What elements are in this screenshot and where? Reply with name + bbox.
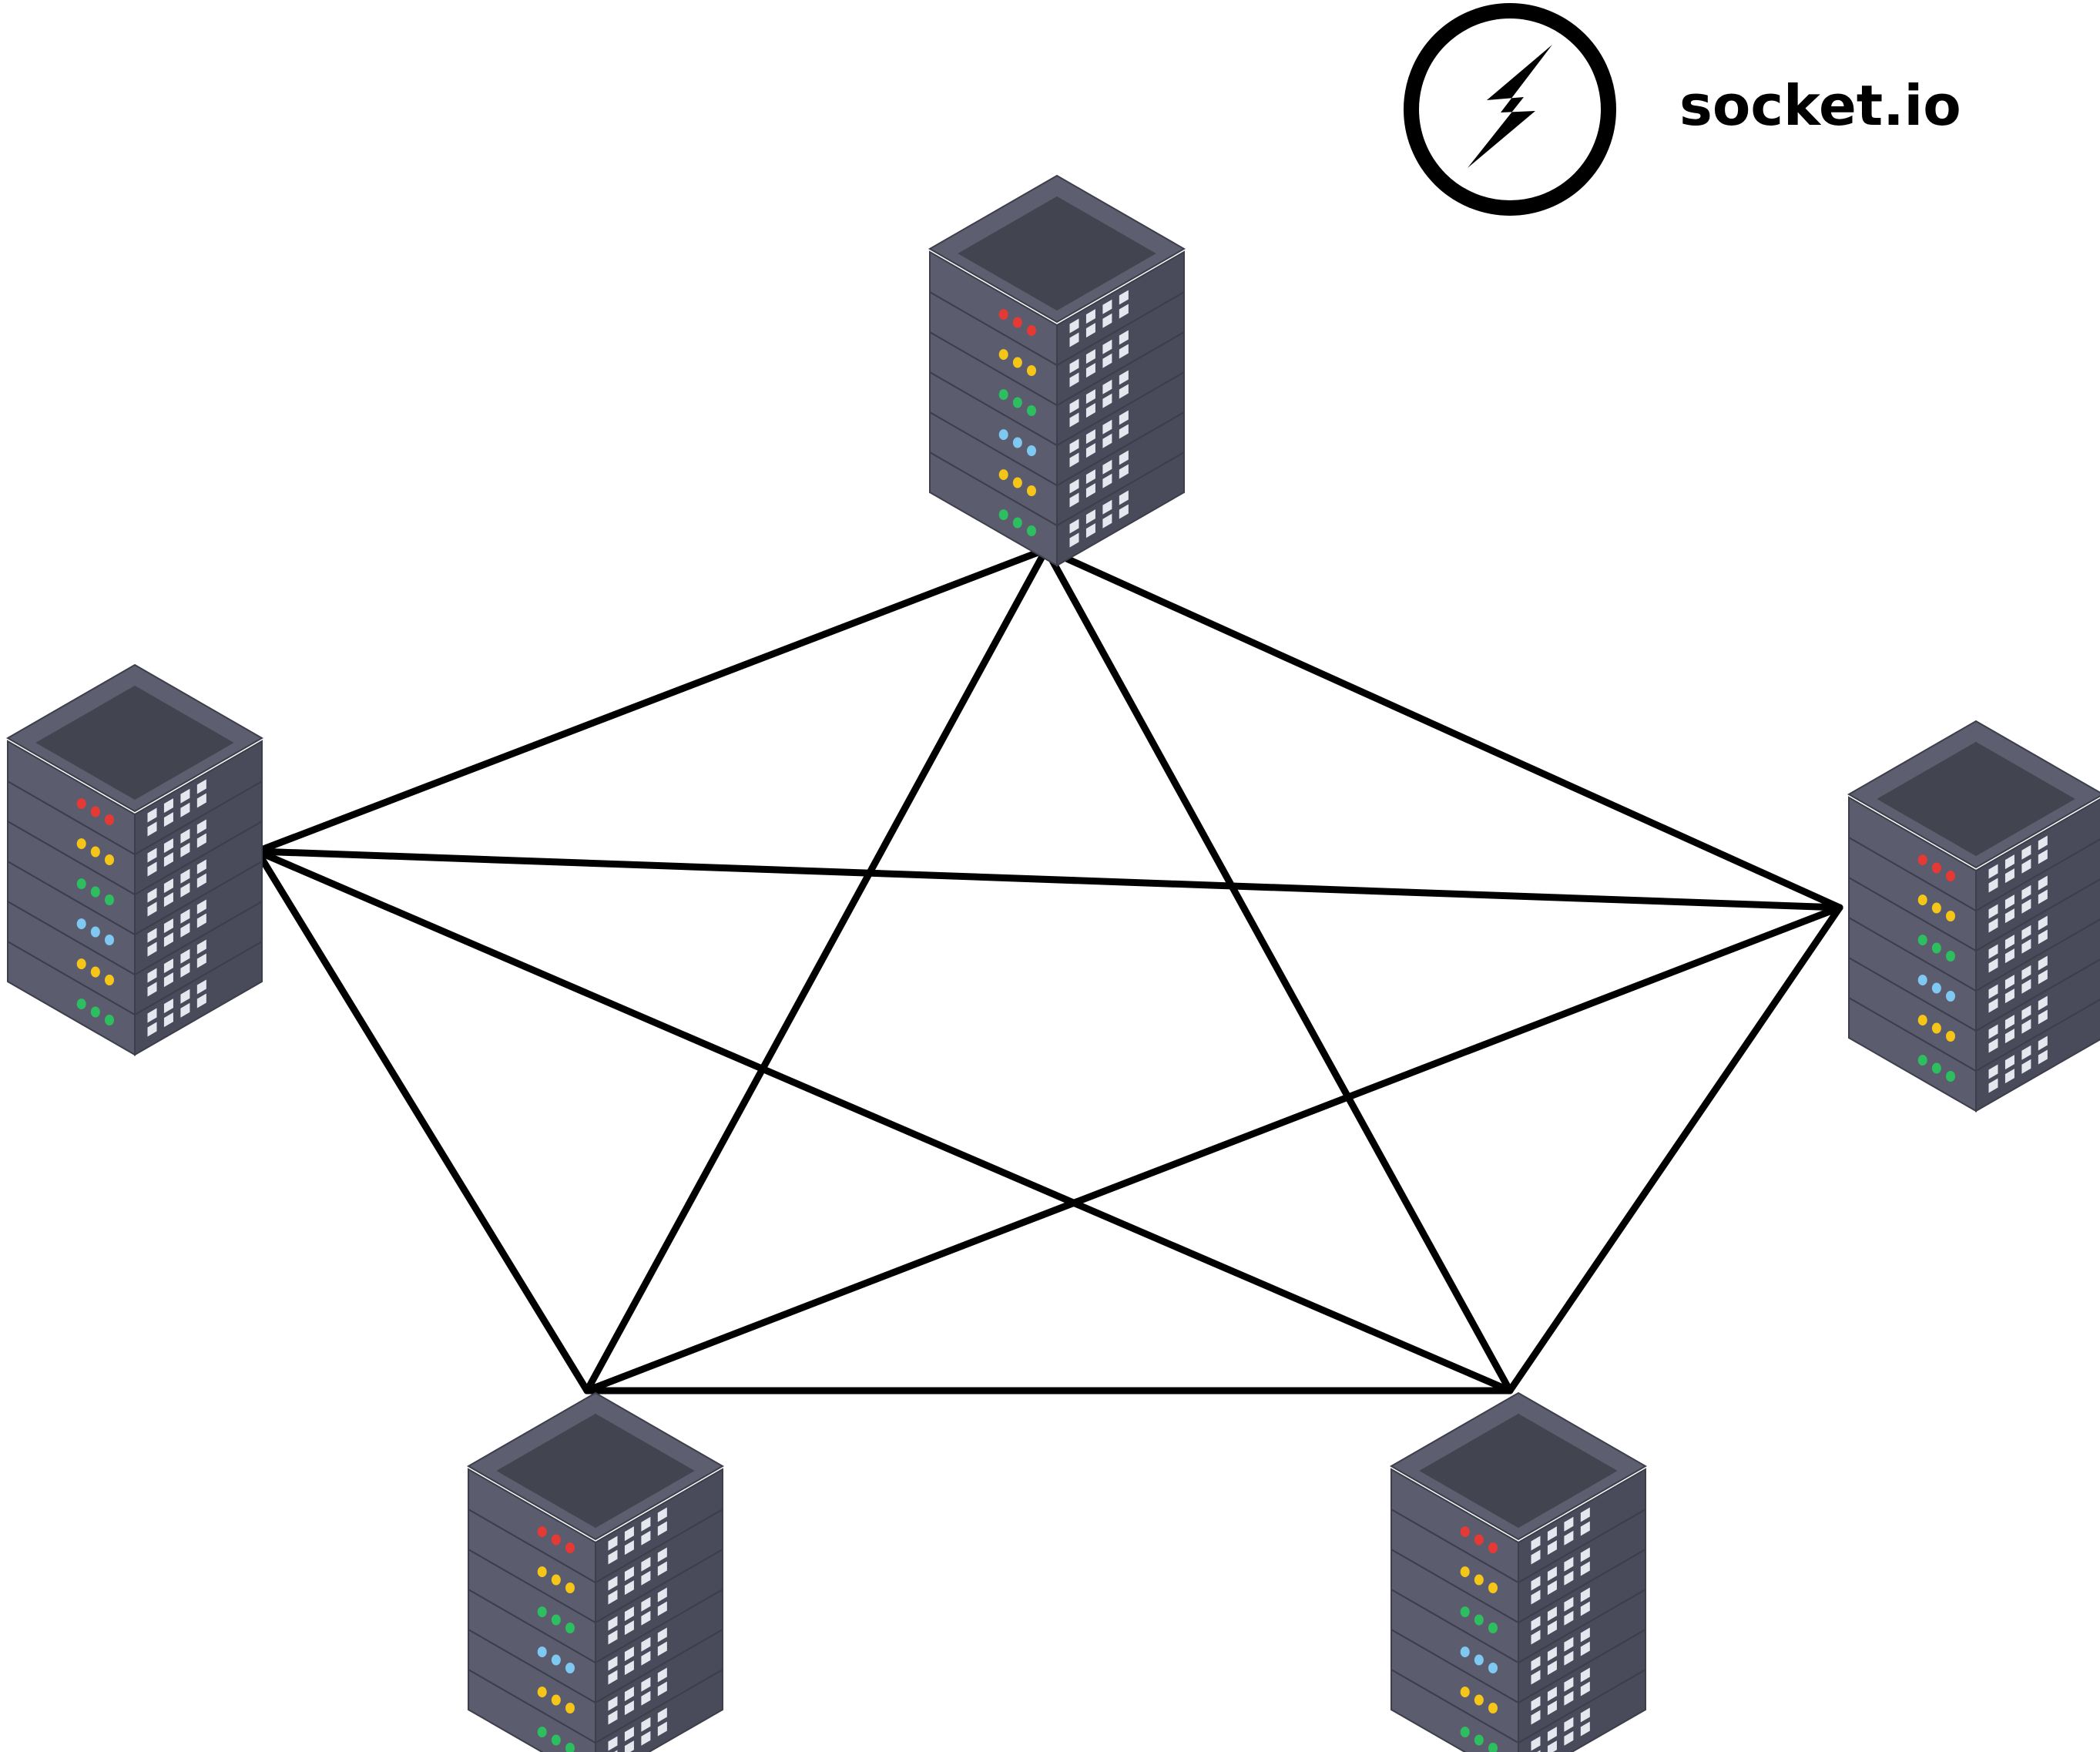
server-rack-icon	[1847, 720, 2100, 1113]
brand-name: socket.io	[1679, 73, 1961, 138]
server-bottom-left	[466, 1391, 725, 1752]
server-rack-icon	[1389, 1391, 1648, 1752]
connection-line	[253, 847, 1843, 911]
server-left	[5, 663, 264, 1056]
server-nodes	[5, 174, 2100, 1752]
connection-line	[253, 847, 1514, 1395]
server-right	[1847, 720, 2100, 1113]
server-bottom-right	[1389, 1391, 1648, 1752]
connection-line	[583, 545, 1050, 1395]
server-rack-icon	[466, 1391, 725, 1752]
server-rack-icon	[5, 663, 264, 1056]
connection-line	[253, 545, 1050, 855]
connection-line	[1042, 545, 1843, 911]
server-top	[928, 174, 1186, 567]
connection-lines	[253, 545, 1843, 1395]
connection-line	[1042, 545, 1514, 1395]
brand-logo: socket.io	[1404, 3, 1961, 216]
server-rack-icon	[928, 174, 1186, 567]
connection-line	[583, 904, 1843, 1395]
socketio-logo-icon	[1404, 3, 1616, 216]
connection-line	[1506, 904, 1843, 1395]
connection-line	[253, 847, 591, 1395]
